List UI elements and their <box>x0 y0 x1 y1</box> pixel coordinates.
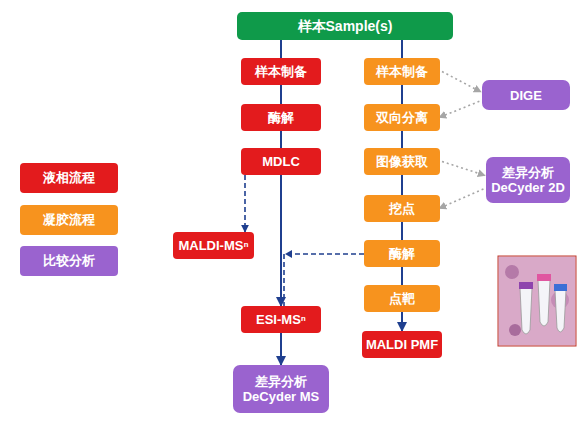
flow-line <box>402 40 403 58</box>
connector-path <box>401 222 403 240</box>
sample-tubes-illustration <box>498 256 576 346</box>
connector-path <box>244 175 246 232</box>
connector-path <box>280 175 282 306</box>
flow-line <box>281 40 282 58</box>
connector-path <box>439 100 484 118</box>
tissue-background <box>499 257 575 345</box>
tube-cap <box>537 274 551 281</box>
flow-line <box>402 222 403 240</box>
dotted-arrow <box>439 100 484 118</box>
flow-line <box>402 175 403 195</box>
tube-cap <box>554 284 567 291</box>
gel-step-box: 双向分离 <box>364 104 440 131</box>
flow-line <box>402 267 403 285</box>
connector-path <box>280 131 282 148</box>
node-label: 样本Sample(s) <box>298 19 393 34</box>
node-label: 差异分析 DeCyder MS <box>233 374 329 404</box>
analysis-box: DIGE <box>482 80 570 110</box>
connector-path <box>401 175 403 195</box>
legend-label: 凝胶流程 <box>43 211 95 229</box>
connector-path <box>442 162 485 176</box>
connector-path <box>439 187 488 209</box>
legend-swatch: 液相流程 <box>20 163 118 193</box>
liquid-step-box: MDLC <box>241 148 321 175</box>
node-label: 图像获取 <box>376 154 428 169</box>
illustration-frame <box>498 256 576 346</box>
connector-path <box>442 72 481 93</box>
node-label: 酶解 <box>389 246 415 261</box>
flow-line <box>402 131 403 148</box>
gel-step-box: 样本制备 <box>364 58 440 85</box>
gel-step-box: 酶解 <box>364 240 440 267</box>
connector-path <box>401 131 403 148</box>
node-label: 点靶 <box>389 291 415 306</box>
tube <box>538 280 550 326</box>
flow-line <box>281 333 282 365</box>
flow-line <box>281 85 282 104</box>
tissue-spot <box>505 265 519 279</box>
liquid-step-box: MALDI-MSⁿ <box>173 232 254 259</box>
connector-path <box>284 254 364 306</box>
dashed-arrow <box>245 175 246 232</box>
legend-label: 比较分析 <box>43 252 95 270</box>
connector-path <box>280 333 282 365</box>
node-label: 酶解 <box>268 110 294 125</box>
connector-path <box>401 40 403 58</box>
analysis-box: 差异分析 DeCyder 2D <box>486 157 570 203</box>
tube <box>555 290 566 332</box>
legend-label: 液相流程 <box>43 169 95 187</box>
liquid-step-box: 样本制备 <box>241 58 321 85</box>
dashed-arrow <box>284 250 364 306</box>
node-label: 样本制备 <box>255 64 307 79</box>
dotted-arrow <box>442 162 485 176</box>
node-label: 差异分析 DeCyder 2D <box>486 165 570 195</box>
liquid-step-box: ESI-MSⁿ <box>241 306 321 333</box>
connector-path <box>280 40 282 58</box>
legend-swatch: 凝胶流程 <box>20 205 118 235</box>
tube <box>520 288 532 334</box>
connector-path <box>401 267 403 285</box>
gel-step-box: 挖点 <box>364 195 440 222</box>
legend-swatch: 比较分析 <box>20 246 118 276</box>
tissue-spot <box>509 324 521 336</box>
dotted-arrow <box>439 187 488 209</box>
node-label: MALDI-MSⁿ <box>178 238 248 253</box>
flow-line <box>402 312 403 331</box>
connector-path <box>401 312 403 331</box>
node-label: DIGE <box>510 88 542 103</box>
connector-path <box>280 85 282 104</box>
node-label: 双向分离 <box>376 110 428 125</box>
node-label: MDLC <box>262 154 300 169</box>
node-label: 样本制备 <box>376 64 428 79</box>
arrow-head <box>285 250 292 258</box>
gel-step-box: 点靶 <box>364 285 440 312</box>
dotted-arrow <box>442 72 481 93</box>
node-label: ESI-MSⁿ <box>256 312 306 327</box>
node-label: MALDI PMF <box>366 337 438 352</box>
liquid-step-box: 酶解 <box>241 104 321 131</box>
node-label: 挖点 <box>389 201 415 216</box>
flow-line <box>281 175 282 306</box>
gel-step-box: 图像获取 <box>364 148 440 175</box>
tube-cap <box>519 282 533 289</box>
gel-result-box: MALDI PMF <box>362 331 442 358</box>
flow-line <box>402 85 403 104</box>
connector-path <box>401 85 403 104</box>
flow-line <box>281 131 282 148</box>
start-box: 样本Sample(s) <box>237 12 453 40</box>
analysis-box: 差异分析 DeCyder MS <box>233 365 329 413</box>
